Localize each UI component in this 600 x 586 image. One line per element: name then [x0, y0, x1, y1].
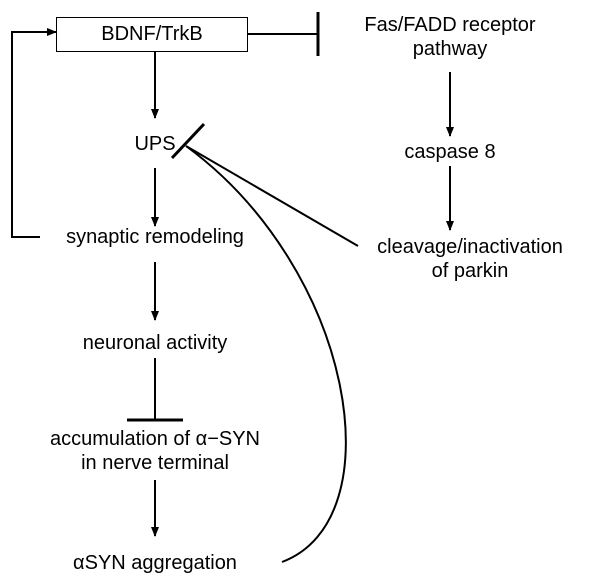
node-fas-fadd-line1: Fas/FADD receptor: [364, 14, 536, 36]
node-fas-fadd-line2: pathway: [412, 38, 488, 60]
node-accumulation-asyn-line1: accumulation of α−SYN: [50, 428, 260, 450]
inhibit-aggregation-to-ups: [185, 145, 347, 563]
node-cleavage-parkin-line1: cleavage/inactivation: [377, 236, 563, 258]
node-neuronal-activity: neuronal activity: [35, 331, 275, 355]
node-bdnf-trkb-label: BDNF/TrkB: [101, 23, 203, 45]
node-accumulation-asyn-line2: in nerve terminal: [81, 452, 229, 474]
arrow-synaptic-feedback-to-bdnf: [11, 28, 57, 238]
node-fas-fadd: Fas/FADD receptor pathway: [345, 13, 555, 61]
node-ups-label: UPS: [134, 133, 176, 155]
node-asyn-aggregation: αSYN aggregation: [30, 551, 280, 575]
node-neuronal-activity-label: neuronal activity: [82, 332, 228, 354]
node-cleavage-parkin-line2: of parkin: [431, 260, 509, 282]
node-caspase8: caspase 8: [380, 140, 520, 164]
inhibit-bar-ups: [170, 122, 206, 160]
node-asyn-aggregation-label: αSYN aggregation: [73, 552, 237, 574]
node-cleavage-parkin: cleavage/inactivation of parkin: [345, 235, 595, 283]
node-synaptic-remodeling-label: synaptic remodeling: [66, 226, 244, 248]
node-caspase8-label: caspase 8: [404, 141, 496, 163]
node-accumulation-asyn: accumulation of α−SYN in nerve terminal: [0, 427, 310, 475]
node-synaptic-remodeling: synaptic remodeling: [40, 225, 270, 249]
node-ups: UPS: [115, 132, 195, 156]
inhibit-cleavage-to-ups: [185, 145, 359, 247]
node-bdnf-trkb: BDNF/TrkB: [56, 17, 248, 52]
